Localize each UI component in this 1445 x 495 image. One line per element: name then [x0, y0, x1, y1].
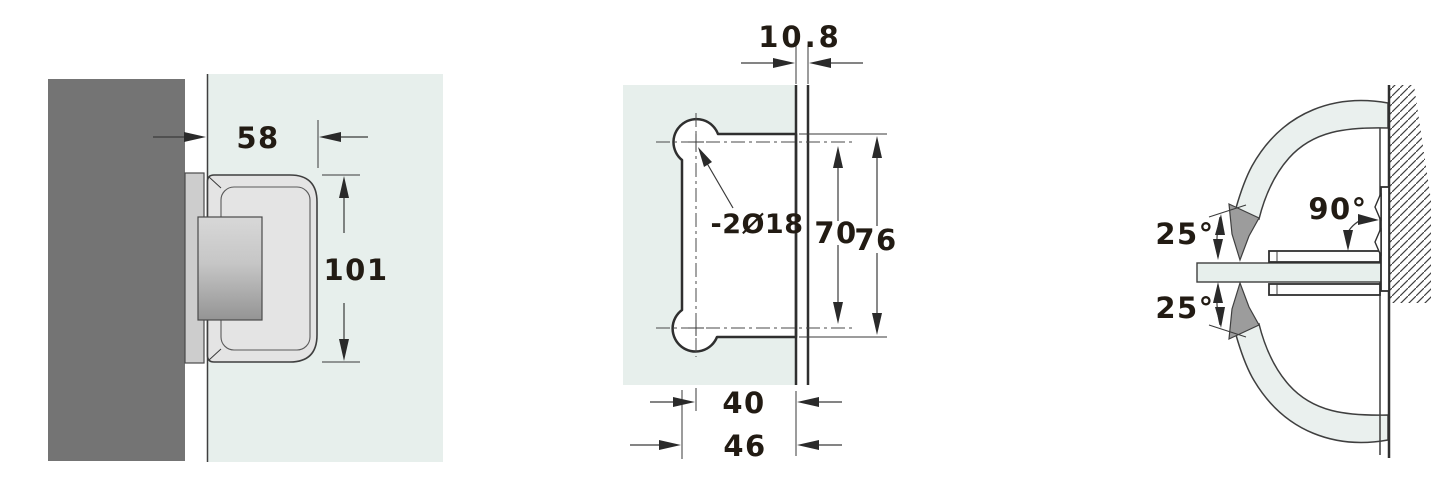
clamp-plate-top	[1268, 250, 1381, 263]
dim-40-46: 40 46	[630, 386, 842, 463]
dim-10-8-label: 10.8	[758, 20, 842, 54]
swing-direction-arrow-upper	[1228, 203, 1260, 262]
hole-centerlines	[656, 113, 853, 357]
dim-70-label: 70	[814, 216, 857, 250]
dim-width-58: 58	[153, 120, 368, 168]
top-view: 90° 25° 25°	[1155, 85, 1431, 458]
dim-height-101: 101	[322, 174, 388, 363]
wall-bracket	[1380, 186, 1390, 292]
dim-101-label: 101	[323, 253, 388, 287]
glass-strip-top-view	[1196, 262, 1385, 283]
dim-angle-25-upper: 25°	[1155, 204, 1247, 260]
dim-thickness-10-8: 10.8	[741, 20, 863, 84]
dim-cutout-height-76: 76	[799, 133, 897, 338]
dim-angle-90: 90°	[1308, 192, 1379, 251]
swing-band-lower	[1235, 322, 1389, 444]
front-view: 10.8 -2Ø18 70 76	[623, 20, 897, 463]
dim-76-label: 76	[854, 223, 897, 257]
bevel-bottom	[208, 348, 222, 361]
dim-angle-25-lower: 25°	[1155, 282, 1247, 338]
dim-40-label: 40	[722, 386, 765, 420]
hole-callout-label: -2Ø18	[710, 209, 803, 240]
dim-58-label: 58	[236, 121, 279, 155]
side-view: 58 101	[48, 74, 443, 462]
dim-46-label: 46	[723, 429, 766, 463]
glass-cutout-notch	[671, 117, 798, 353]
bracket-screw-lower	[1374, 227, 1382, 257]
dim-hole-spacing-70: 70	[814, 146, 857, 324]
hinge-knuckle	[197, 216, 263, 321]
bevel-top	[208, 176, 222, 189]
dim-90-label: 90°	[1308, 192, 1367, 226]
hole-callout: -2Ø18	[698, 147, 803, 240]
wall-hatching	[1390, 85, 1431, 303]
dim-25-lower-label: 25°	[1155, 291, 1214, 325]
swing-direction-arrow-lower	[1228, 281, 1260, 340]
wall-section	[48, 79, 185, 461]
bracket-screw-upper	[1374, 192, 1382, 222]
dim-25-upper-label: 25°	[1155, 217, 1214, 251]
clamp-plate-bottom	[1268, 283, 1381, 296]
